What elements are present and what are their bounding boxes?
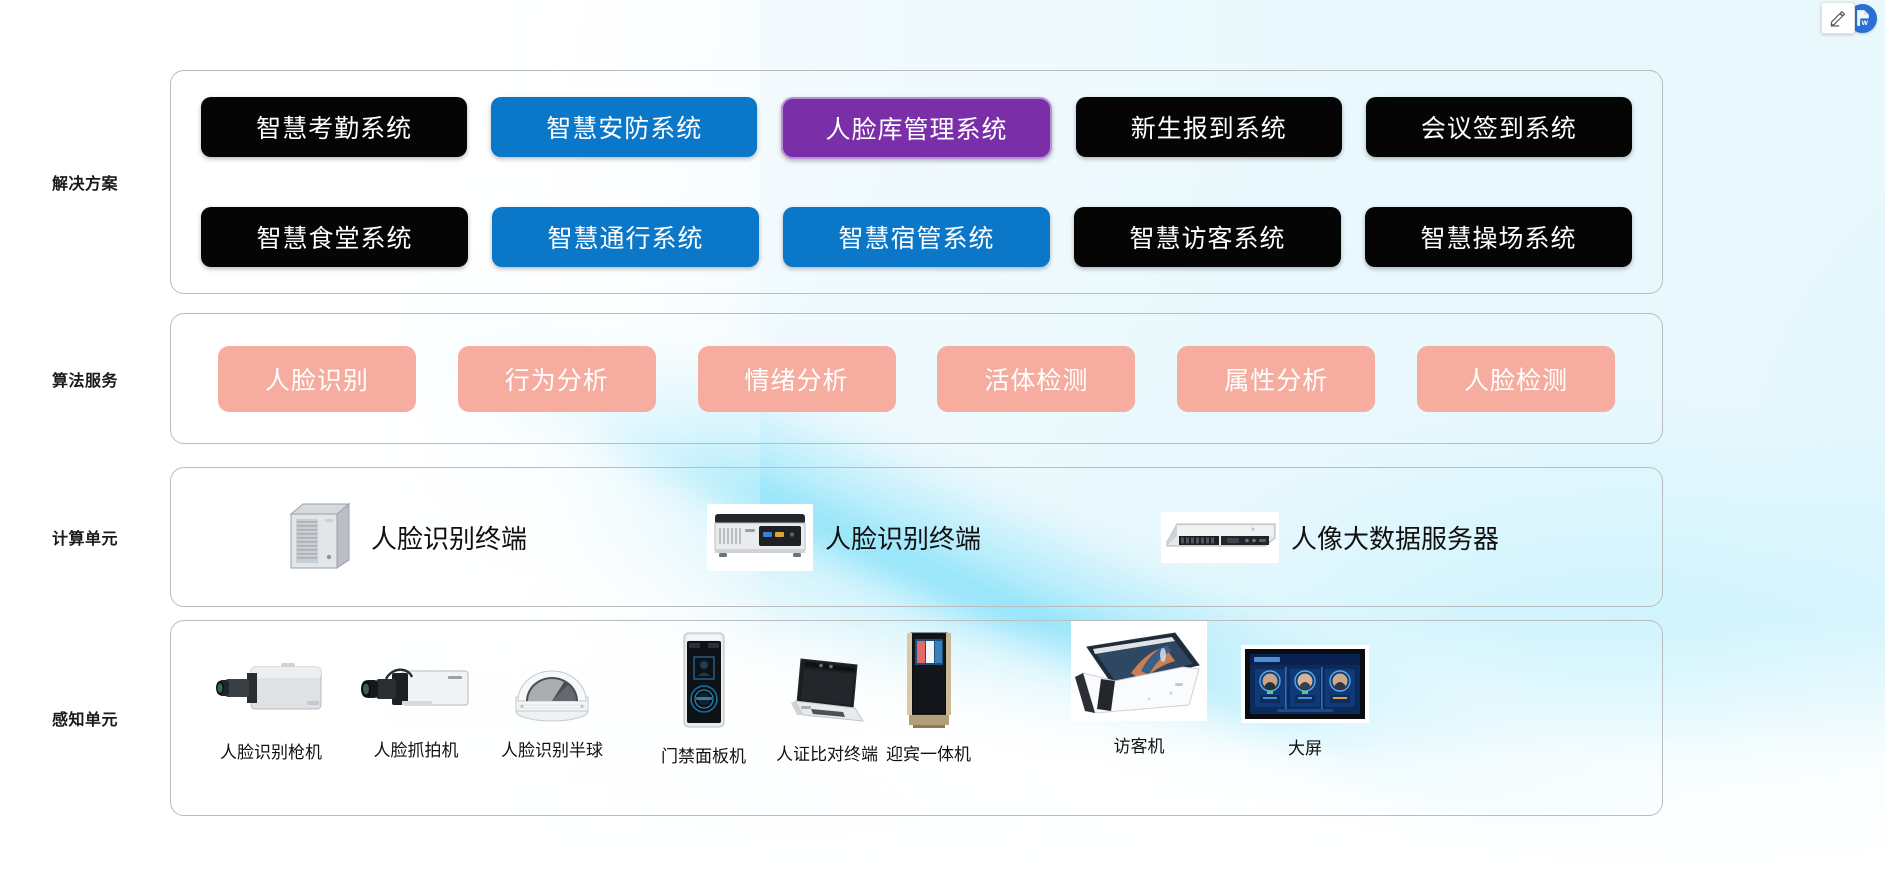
solution-button-security[interactable]: 智慧安防系统 xyxy=(491,97,758,157)
device-caption-access-panel: 门禁面板机 xyxy=(661,747,746,766)
algorithm-button-emotion-analysis[interactable]: 情绪分析 xyxy=(697,345,896,412)
solution-button-dormitory[interactable]: 智慧宿管系统 xyxy=(783,207,1050,267)
kiosk-icon xyxy=(899,631,959,734)
solution-button-attendance[interactable]: 智慧考勤系统 xyxy=(201,97,468,157)
compute-item-mini-pc[interactable]: 人脸识别终端 xyxy=(707,503,982,571)
solution-button-meeting-signin[interactable]: 会议签到系统 xyxy=(1365,97,1633,157)
capture-camera-icon xyxy=(356,659,476,730)
compute-caption-server: 人像大数据服务器 xyxy=(1291,523,1500,554)
algorithm-button-face-recognition[interactable]: 人脸识别 xyxy=(217,345,416,412)
panel-perception-units: 人脸识别枪机 人脸抓拍机 xyxy=(170,620,1663,816)
compute-item-tower-pc[interactable]: 人脸识别终端 xyxy=(281,492,527,582)
device-caption-id-verify: 人证比对终端 xyxy=(776,745,878,764)
device-caption-kiosk: 迎宾一体机 xyxy=(886,745,971,764)
device-caption-dome-camera: 人脸识别半球 xyxy=(501,741,603,760)
algorithm-button-behavior-analysis[interactable]: 行为分析 xyxy=(457,345,656,412)
solution-button-visitor[interactable]: 智慧访客系统 xyxy=(1074,207,1341,267)
row-label-solutions: 解决方案 xyxy=(51,176,118,193)
device-caption-capture-camera: 人脸抓拍机 xyxy=(373,741,459,760)
floating-toolbar[interactable]: W xyxy=(1821,2,1877,34)
solutions-line-1: 智慧考勤系统 智慧安防系统 人脸库管理系统 新生报到系统 会议签到系统 xyxy=(201,97,1633,159)
row-perception-units: 感知单元 人脸识别枪机 xyxy=(0,620,1770,816)
row-compute-units: 计算单元 xyxy=(0,467,1770,607)
tower-pc-icon xyxy=(281,492,359,582)
solution-button-passage[interactable]: 智慧通行系统 xyxy=(492,207,759,267)
algorithm-button-face-detection[interactable]: 人脸检测 xyxy=(1417,345,1616,412)
row-label-perception-units: 感知单元 xyxy=(51,712,118,729)
algorithm-button-attribute-analysis[interactable]: 属性分析 xyxy=(1177,345,1376,412)
large-display-icon xyxy=(1241,645,1369,728)
rack-server-icon xyxy=(1161,511,1280,563)
box-camera-icon xyxy=(211,649,331,732)
compute-item-rack-server[interactable]: 人像大数据服务器 xyxy=(1161,511,1500,563)
device-dome-camera[interactable]: 人脸识别半球 xyxy=(501,661,603,761)
solution-button-canteen[interactable]: 智慧食堂系统 xyxy=(201,207,468,267)
panel-solutions: 智慧考勤系统 智慧安防系统 人脸库管理系统 新生报到系统 会议签到系统 智慧食堂… xyxy=(170,70,1663,294)
panel-algorithms: 人脸识别 行为分析 情绪分析 活体检测 属性分析 人脸检测 xyxy=(170,313,1663,444)
panel-compute-units: 人脸识别终端 xyxy=(170,467,1663,607)
compute-caption-mini-pc: 人脸识别终端 xyxy=(825,523,982,554)
dome-camera-icon xyxy=(504,661,600,730)
word-icon-letter: W xyxy=(1861,20,1868,27)
device-box-camera[interactable]: 人脸识别枪机 xyxy=(211,649,331,763)
device-id-verify-terminal[interactable]: 人证比对终端 xyxy=(776,651,878,765)
device-visitor-machine[interactable]: 访客机 xyxy=(1071,621,1207,757)
row-label-algorithms: 算法服务 xyxy=(51,372,118,390)
compute-caption-tower-pc: 人脸识别终端 xyxy=(371,523,528,554)
device-access-panel[interactable]: 门禁面板机 xyxy=(661,631,746,767)
pencil-edit-icon[interactable] xyxy=(1821,2,1855,34)
row-label-compute-units: 计算单元 xyxy=(51,531,118,548)
device-caption-visitor-machine: 访客机 xyxy=(1113,737,1165,756)
device-caption-large-display: 大屏 xyxy=(1288,739,1322,758)
row-algorithms: 算法服务 人脸识别 行为分析 情绪分析 活体检测 属性分析 人脸检测 xyxy=(0,313,1770,444)
device-capture-camera[interactable]: 人脸抓拍机 xyxy=(356,659,476,761)
mini-pc-icon xyxy=(707,503,814,571)
id-verify-terminal-icon xyxy=(781,651,873,734)
device-large-display[interactable]: 大屏 xyxy=(1241,645,1369,759)
solutions-line-2: 智慧食堂系统 智慧通行系统 智慧宿管系统 智慧访客系统 智慧操场系统 xyxy=(201,207,1632,267)
algorithm-button-liveness-detection[interactable]: 活体检测 xyxy=(937,345,1136,412)
visitor-machine-icon xyxy=(1071,621,1207,726)
row-solutions: 解决方案 智慧考勤系统 智慧安防系统 人脸库管理系统 新生报到系统 会议签到系统… xyxy=(0,70,1770,294)
access-panel-icon xyxy=(670,631,738,736)
solution-button-face-library[interactable]: 人脸库管理系统 xyxy=(781,97,1052,159)
solution-button-playground[interactable]: 智慧操场系统 xyxy=(1365,207,1632,267)
device-kiosk[interactable]: 迎宾一体机 xyxy=(886,631,971,765)
solution-button-freshman-checkin[interactable]: 新生报到系统 xyxy=(1075,97,1342,157)
device-caption-box-camera: 人脸识别枪机 xyxy=(220,743,322,762)
